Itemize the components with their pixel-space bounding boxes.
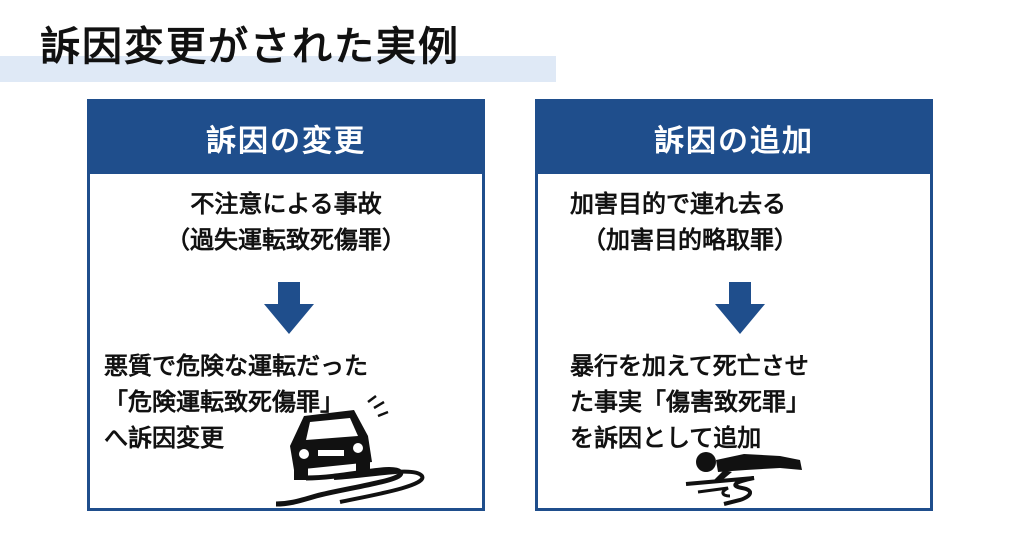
text-line: 加害目的で連れ去る (570, 190, 786, 218)
original-charge-text: 不注意による事故 （過失運転致死傷罪） (90, 186, 482, 258)
panel-charge-change: 訴因の変更 不注意による事故 （過失運転致死傷罪） 悪質で危険な運転だった 「危… (87, 99, 485, 511)
panel-header: 訴因の追加 (538, 102, 930, 174)
original-charge-text: 加害目的で連れ去る （加害目的略取罪） (570, 186, 798, 258)
text-line: （加害目的略取罪） (582, 226, 798, 254)
title-underline-band (0, 56, 556, 82)
text-line: を訴因として追加 (570, 424, 762, 452)
added-charge-text: 暴行を加えて死亡させ た事実「傷害致死罪」 を訴因として追加 (570, 348, 810, 456)
changed-charge-text: 悪質で危険な運転だった 「危険運転致死傷罪」 へ訴因変更 (104, 348, 368, 456)
skidding-car-icon (276, 395, 425, 507)
text-line: 悪質で危険な運転だった (104, 352, 368, 380)
down-arrow-icon (715, 282, 765, 334)
down-arrow-icon (264, 282, 314, 334)
text-line: 不注意による事故 (190, 190, 382, 218)
panel-charge-addition: 訴因の追加 加害目的で連れ去る （加害目的略取罪） 暴行を加えて死亡させ た事実… (535, 99, 933, 511)
text-line: 暴行を加えて死亡させ (570, 352, 809, 380)
panel-header: 訴因の変更 (90, 102, 482, 174)
page-title: 訴因変更がされた実例 (40, 24, 460, 70)
fallen-person-icon (685, 452, 802, 506)
panel-body: 不注意による事故 （過失運転致死傷罪） 悪質で危険な運転だった 「危険運転致死傷… (90, 174, 482, 508)
panel-body: 加害目的で連れ去る （加害目的略取罪） 暴行を加えて死亡させ た事実「傷害致死罪… (538, 174, 930, 508)
text-line: 「危険運転致死傷罪」 (104, 388, 344, 416)
text-line: （過失運転致死傷罪） (166, 226, 406, 254)
text-line: へ訴因変更 (104, 424, 224, 452)
text-line: た事実「傷害致死罪」 (570, 388, 810, 416)
